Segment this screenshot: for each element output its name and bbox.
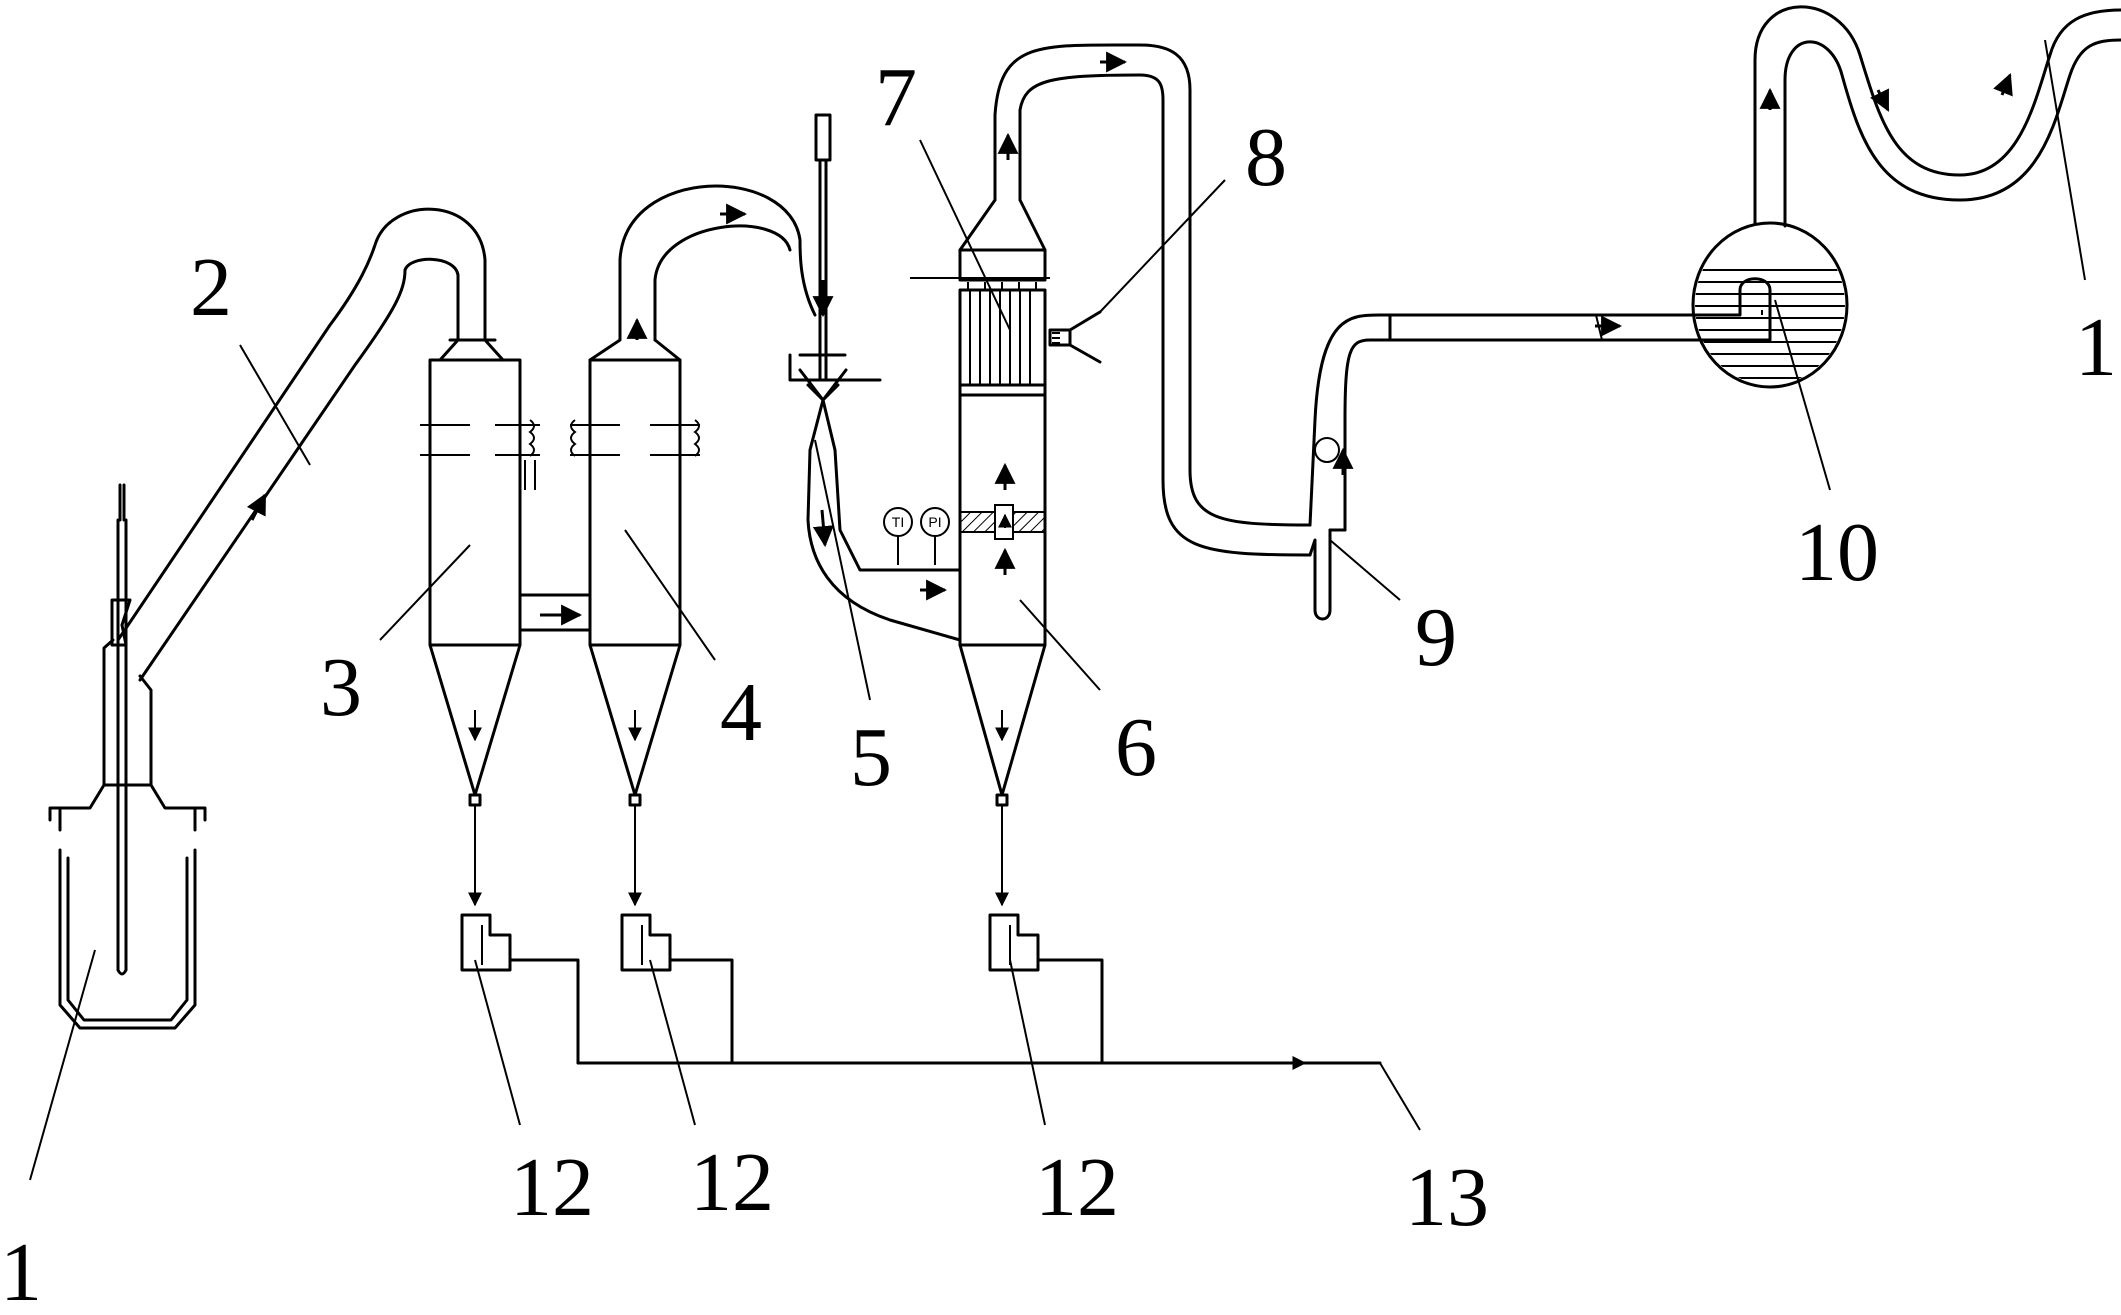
label-8: 8 <box>1245 111 1287 204</box>
label-12-third: 12 <box>1035 1141 1119 1234</box>
pipe-2 <box>116 207 497 682</box>
label-6: 6 <box>1115 701 1157 794</box>
label-12-first: 12 <box>510 1141 594 1234</box>
venturi-5: TI PI <box>788 113 962 642</box>
seal-9 <box>1308 313 1717 621</box>
label-1: 1 <box>0 1226 42 1315</box>
label-13: 13 <box>1405 1151 1489 1244</box>
label-3: 3 <box>320 641 362 734</box>
collectors-12 <box>460 913 1382 1070</box>
cyclone-3 <box>420 338 540 907</box>
label-11: 11 <box>2075 301 2121 394</box>
label-4: 4 <box>720 666 762 759</box>
column-6 <box>910 43 1312 907</box>
reactor-vessel-1 <box>48 483 207 1030</box>
pressure-gauge-label: PI <box>928 514 941 530</box>
label-2: 2 <box>190 241 232 334</box>
leader-lines <box>29 39 2086 1181</box>
cyclone-4 <box>570 184 817 907</box>
label-7: 7 <box>875 51 917 144</box>
label-10: 10 <box>1795 506 1879 599</box>
label-12-second: 12 <box>690 1136 774 1229</box>
connector-3-4 <box>518 593 592 632</box>
temperature-gauge-label: TI <box>892 514 904 530</box>
label-5: 5 <box>850 711 892 804</box>
component-labels: 1 2 3 4 5 6 7 8 9 10 11 12 12 12 13 <box>0 51 2121 1315</box>
label-9: 9 <box>1415 591 1457 684</box>
tank-10 <box>1691 5 2121 389</box>
